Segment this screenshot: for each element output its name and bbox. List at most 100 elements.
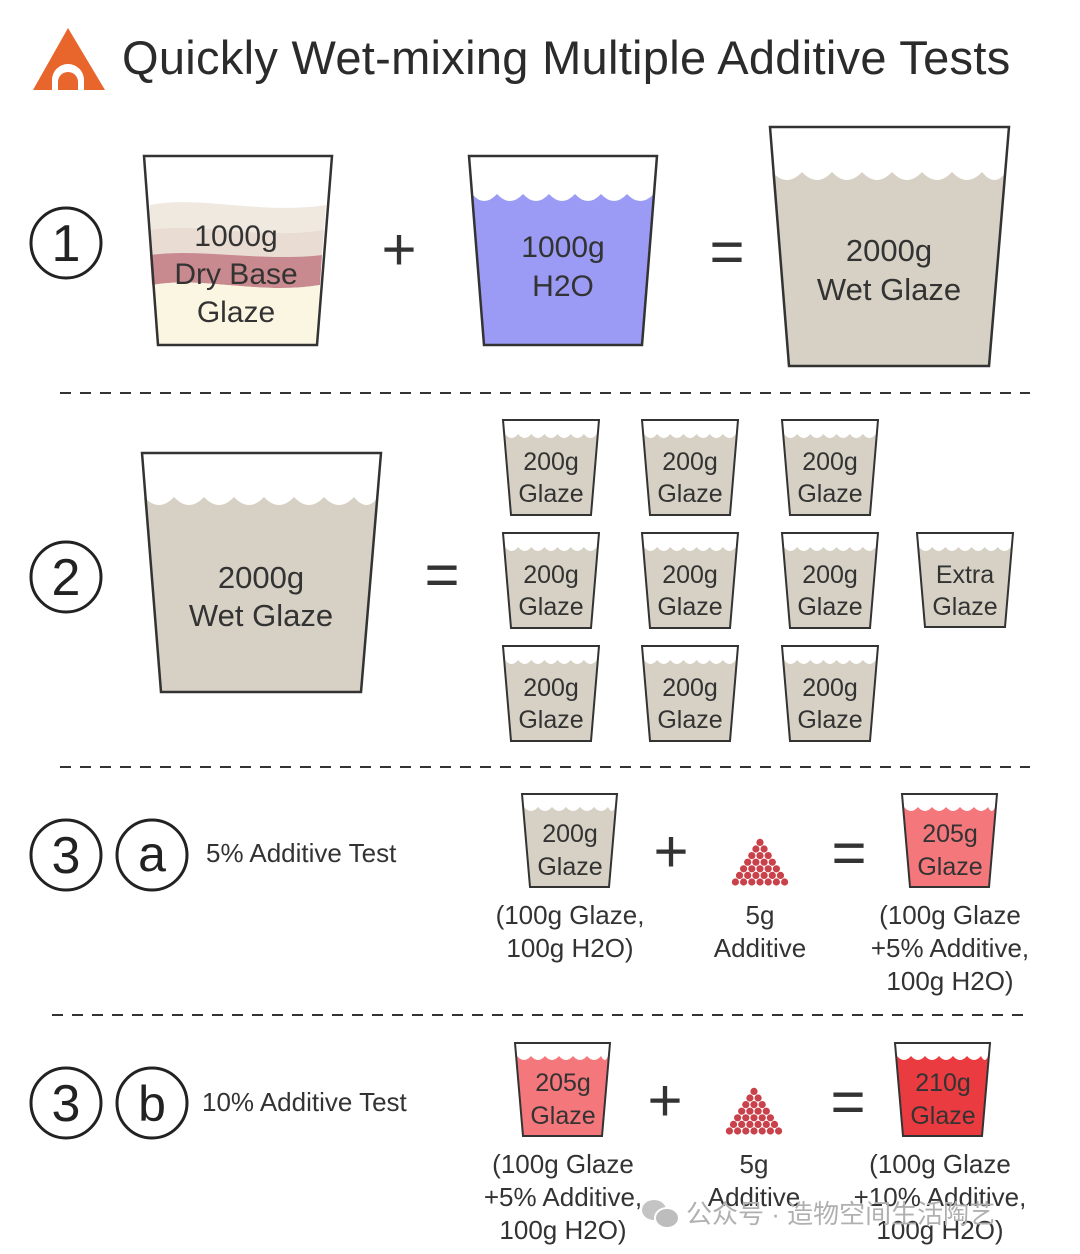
additive-bead bbox=[754, 1120, 762, 1128]
svg-text:1000g: 1000g bbox=[521, 231, 604, 264]
cup-amount-label: 200g bbox=[523, 561, 579, 589]
additive-bead bbox=[776, 871, 785, 880]
additive-bead bbox=[748, 865, 756, 873]
svg-text:3: 3 bbox=[52, 1075, 81, 1133]
additive-bead bbox=[766, 1114, 775, 1122]
svg-text:Wet Glaze: Wet Glaze bbox=[817, 272, 961, 307]
portion-cups-grid: 200gGlaze200gGlaze200gGlaze200gGlaze200g… bbox=[501, 419, 1015, 742]
equals-sign-3b: = bbox=[830, 1068, 865, 1135]
additive-bead bbox=[760, 858, 768, 866]
cup-amount-label: 200g bbox=[523, 674, 579, 702]
additive-bead bbox=[768, 871, 776, 880]
svg-text:a: a bbox=[138, 826, 166, 882]
additive-bead bbox=[781, 878, 789, 886]
additive-bead bbox=[746, 1094, 754, 1102]
step-1-badge: 1 bbox=[29, 206, 103, 280]
svg-text:205g: 205g bbox=[922, 820, 978, 848]
additive-bead bbox=[740, 878, 748, 886]
additive-bead bbox=[754, 1094, 762, 1102]
test-label-10-percent: 10% Additive Test bbox=[202, 1087, 407, 1117]
additive-bead bbox=[768, 858, 776, 866]
svg-text:Glaze: Glaze bbox=[910, 1102, 975, 1130]
watermark: 公众号 · 造物空间生活陶艺 bbox=[642, 1194, 995, 1231]
additive-bead bbox=[740, 865, 748, 873]
cup-glaze-label: Glaze bbox=[518, 480, 583, 508]
watermark-text: 公众号 · 造物空间生活陶艺 bbox=[686, 1199, 996, 1229]
step-3a-badge: 3 a bbox=[29, 818, 189, 892]
additive-bead bbox=[729, 1120, 738, 1128]
caption-3a-out: (100g Glaze+5% Additive,100g H2O) bbox=[870, 900, 1030, 996]
additive-bead bbox=[764, 852, 772, 860]
glaze-cup-3b-in: 205g Glaze bbox=[513, 1042, 612, 1137]
additive-bead bbox=[756, 838, 764, 847]
additive-bead bbox=[734, 1127, 742, 1135]
svg-text:2: 2 bbox=[52, 549, 81, 607]
additive-bead bbox=[746, 1120, 754, 1128]
svg-text:2000g: 2000g bbox=[846, 233, 932, 268]
svg-text:200g: 200g bbox=[542, 820, 598, 848]
additive-bead bbox=[762, 1120, 770, 1128]
svg-text:210g: 210g bbox=[915, 1069, 971, 1097]
cup-glaze-label: Glaze bbox=[797, 706, 862, 734]
step-3b-badge: 3 b bbox=[29, 1066, 189, 1140]
svg-text:1000g: 1000g bbox=[194, 220, 277, 253]
additive-bead bbox=[772, 878, 781, 886]
additive-bead bbox=[750, 1101, 758, 1109]
additive-bead bbox=[744, 871, 752, 880]
additive-bead bbox=[758, 1101, 766, 1109]
cup-amount-label: 200g bbox=[802, 674, 858, 702]
additive-bead bbox=[756, 878, 764, 886]
additive-bead bbox=[762, 1107, 770, 1115]
svg-text:1: 1 bbox=[52, 215, 81, 273]
svg-text:Glaze: Glaze bbox=[197, 296, 275, 329]
additive-bead bbox=[748, 852, 756, 860]
dry-base-glaze-cup: 1000g Dry Base Glaze bbox=[142, 154, 334, 347]
additive-bead bbox=[756, 865, 764, 873]
cup-amount-label: 200g bbox=[662, 561, 718, 589]
additive-bead bbox=[760, 871, 768, 880]
additive-bead bbox=[758, 1114, 766, 1122]
additive-bead bbox=[738, 1107, 746, 1115]
cup-glaze-label: Glaze bbox=[932, 593, 997, 621]
additive-bead bbox=[744, 858, 752, 866]
cup-glaze-label: Glaze bbox=[657, 706, 722, 734]
svg-text:3: 3 bbox=[52, 827, 81, 885]
caption-3b-in: (100g Glaze+5% Additive,100g H2O) bbox=[483, 1149, 643, 1245]
svg-text:Glaze: Glaze bbox=[917, 853, 982, 881]
additive-bead bbox=[738, 1120, 746, 1128]
additive-bead bbox=[750, 1114, 758, 1122]
equals-sign-2: = bbox=[424, 541, 459, 608]
additive-bead bbox=[742, 1101, 750, 1109]
additive-bead bbox=[742, 1127, 750, 1135]
additive-bead bbox=[752, 845, 760, 853]
additive-bead bbox=[760, 845, 768, 853]
additive-pile-3a bbox=[731, 838, 789, 886]
equals-sign-3a: = bbox=[831, 819, 866, 886]
equals-sign-1: = bbox=[709, 218, 744, 285]
additive-bead bbox=[758, 1127, 766, 1135]
cup-amount-label: 200g bbox=[662, 674, 718, 702]
wet-glaze-cup-step2: 2000g Wet Glaze bbox=[140, 451, 383, 694]
cup-amount-label: 200g bbox=[802, 561, 858, 589]
svg-text:H2O: H2O bbox=[532, 270, 594, 303]
wet-glaze-cup-step1: 2000g Wet Glaze bbox=[768, 125, 1011, 368]
svg-text:b: b bbox=[138, 1076, 166, 1132]
glaze-cup-3a-in: 200g Glaze bbox=[520, 793, 619, 888]
cup-amount-label: 200g bbox=[523, 448, 579, 476]
caption-3a-in: (100g Glaze,100g H2O) bbox=[495, 900, 645, 963]
additive-bead bbox=[754, 1107, 762, 1115]
caption-3b-out: (100g Glaze+10% Additive,100g H2O) bbox=[853, 1149, 1027, 1245]
cup-glaze-label: Glaze bbox=[657, 593, 722, 621]
additive-bead bbox=[766, 1127, 775, 1135]
